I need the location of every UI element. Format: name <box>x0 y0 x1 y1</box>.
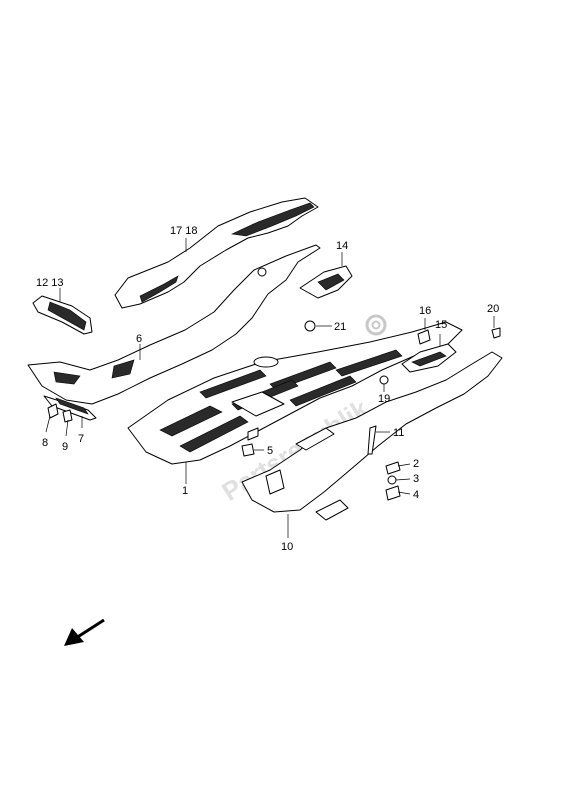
nut-19 <box>379 375 389 385</box>
side-rail-6 <box>27 244 321 405</box>
side-trim-17-18 <box>114 197 319 309</box>
label-6: 6 <box>136 333 142 345</box>
label-8: 8 <box>42 437 48 449</box>
clip-9 <box>62 409 73 423</box>
label-19: 19 <box>378 393 390 405</box>
label-7: 7 <box>78 433 84 445</box>
collar-3 <box>387 475 397 485</box>
washer-2 <box>385 461 401 475</box>
label-17-18: 17 18 <box>170 225 198 237</box>
trim-piece-12-13 <box>32 295 93 335</box>
label-9: 9 <box>62 441 68 453</box>
floor-mat-1 <box>127 321 463 465</box>
label-10: 10 <box>281 541 293 553</box>
label-1: 1 <box>182 485 188 497</box>
screw-20 <box>491 327 501 339</box>
bolt-21 <box>304 320 316 332</box>
label-21: 21 <box>334 321 346 333</box>
label-3: 3 <box>413 473 419 485</box>
leader-lines <box>45 238 495 538</box>
label-11: 11 <box>393 427 404 439</box>
label-5: 5 <box>267 445 273 457</box>
bracket-15 <box>401 343 457 373</box>
strip-7 <box>43 395 97 421</box>
label-16: 16 <box>419 305 431 317</box>
screw-11 <box>367 425 377 455</box>
label-15: 15 <box>435 319 447 331</box>
front-direction-arrow-icon <box>64 618 105 646</box>
label-2: 2 <box>413 458 419 470</box>
gear-logo-icon <box>365 314 387 336</box>
label-20: 20 <box>487 303 499 315</box>
bracket-14 <box>299 265 353 299</box>
bolt-5 <box>241 443 255 457</box>
clip-8 <box>47 403 59 419</box>
bushing-16 <box>417 329 431 345</box>
label-4: 4 <box>413 489 419 501</box>
nut-4 <box>385 485 401 501</box>
label-14: 14 <box>336 240 348 252</box>
label-12-13: 12 13 <box>36 277 64 289</box>
